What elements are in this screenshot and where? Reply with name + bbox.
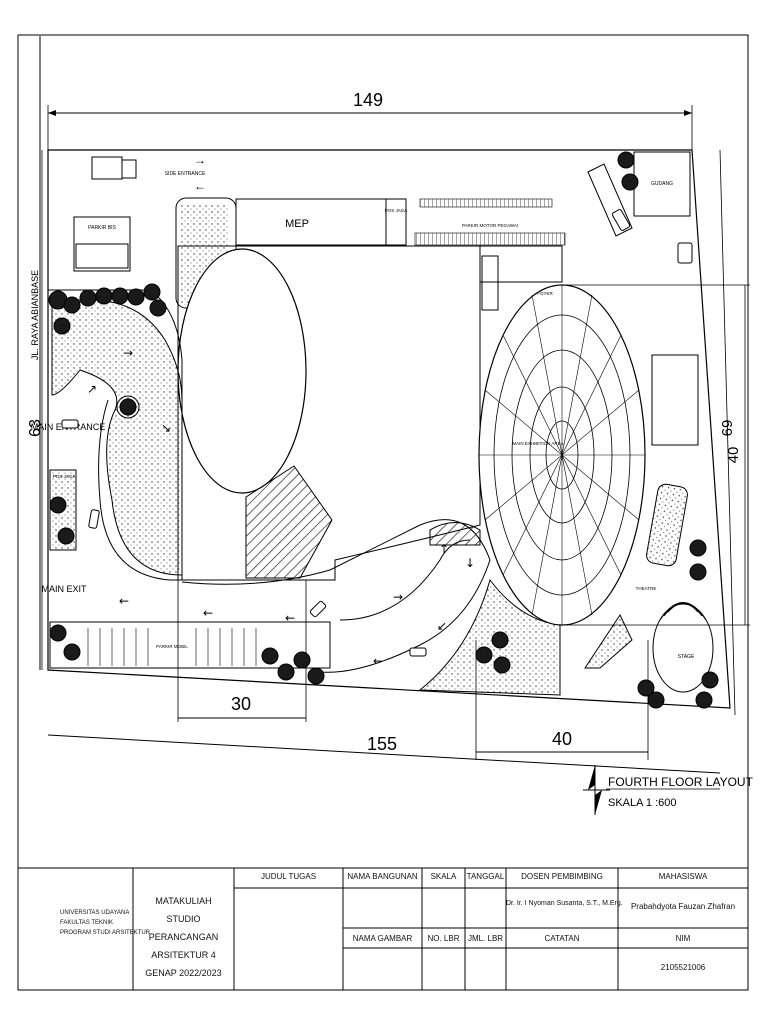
pos-jaga-top-label: POS JAGA [385, 208, 408, 213]
side-entrance-label: SIDE ENTRANCE [165, 171, 206, 177]
institution-block: UNIVERSITAS UDAYANA FAKULTAS TEKNIK PROG… [60, 908, 150, 938]
dim-bottom-label: 155 [367, 734, 397, 754]
nama-gambar-label: NAMA GAMBAR [352, 934, 413, 943]
nama-bangunan-label: NAMA BANGUNAN [347, 872, 418, 881]
dim-right-label: 69 [718, 420, 735, 437]
mep-label: MEP [285, 218, 309, 230]
car-parking [49, 621, 331, 669]
exhibition-label: MAIN EXHIBITION AREA [512, 441, 563, 446]
svg-text:↗: ↗ [87, 382, 97, 396]
landscape-left [51, 299, 183, 576]
svg-text:↑: ↑ [439, 542, 449, 556]
svg-text:↓: ↓ [465, 556, 475, 570]
pos-jaga-left-label: POS JAGA [53, 474, 76, 479]
semester: GENAP 2022/2023 [145, 968, 222, 978]
exhibition-circle [478, 284, 646, 626]
main-building [177, 245, 481, 581]
svg-text:←: ← [285, 611, 295, 625]
oval-hall [177, 248, 307, 494]
svg-text:↙: ↙ [437, 619, 447, 633]
road-label: JL. RAYA ABIANBASE [30, 270, 40, 360]
parking-stalls [87, 628, 257, 666]
nim-label: NIM [675, 934, 691, 943]
scale-label: SKALA 1 :600 [608, 797, 677, 809]
site-boundary [47, 149, 731, 709]
dosen-pembimbing-label: DOSEN PEMBIMBING [521, 872, 603, 881]
title-block: UNIVERSITAS UDAYANA FAKULTAS TEKNIK PROG… [18, 868, 748, 990]
nim-value: 2105521006 [660, 963, 706, 972]
parkir-bis-label: PARKIR BIS [88, 225, 116, 231]
university-name: UNIVERSITAS UDAYANA [60, 910, 130, 916]
arrow-left-icon: ← [194, 179, 206, 193]
parkir-motor-label: PARKIR MOTOR PEGAWAI [462, 223, 518, 228]
direction-arrows: → ↗ ↘ ← ← ← → ← ↙ ↑ ↓ [87, 346, 475, 668]
faculty-name: FAKULTAS TEKNIK [60, 920, 114, 926]
svg-text:↘: ↘ [161, 421, 171, 435]
mahasiswa-label: MAHASISWA [658, 872, 708, 881]
layout-title: FOURTH FLOOR LAYOUT [608, 775, 754, 789]
matakuliah-block: MATAKULIAH STUDIO PERANCANGAN ARSITEKTUR… [133, 892, 234, 982]
matakuliah-label: MATAKULIAH [155, 896, 212, 906]
dim-left-label: 63 [27, 419, 44, 437]
svg-text:→: → [123, 346, 133, 360]
no-lbr-label: NO. LBR [427, 934, 460, 943]
dosen-name: Dr. Ir. I Nyoman Susanta, S.T., M.Erg. [506, 900, 623, 907]
truck-icon [91, 156, 123, 180]
mep-block [235, 198, 387, 246]
dimension-top [47, 105, 693, 150]
north-arrow-icon [583, 765, 610, 815]
motor-parking-bottom [414, 232, 566, 246]
svg-text:→: → [393, 590, 403, 604]
loading-ramp [587, 163, 633, 237]
course-name: STUDIO PERANCANGAN [148, 914, 219, 942]
svg-text:←: ← [119, 594, 129, 608]
dimension-right [560, 149, 750, 716]
skala-label: SKALA [430, 872, 457, 881]
jml-lbr-label: JML. LBR [467, 934, 504, 943]
dim-bottom-right-label: 40 [552, 729, 572, 749]
dim-right-inner-label: 40 [725, 447, 742, 464]
tanggal-label: TANGGAL [466, 872, 505, 881]
motor-parking-top [419, 198, 553, 208]
parkir-mobil-label: PARKIR MOBIL [156, 644, 188, 649]
hatched-area [245, 465, 333, 579]
theatre-label: THEATRE [636, 586, 657, 591]
title-block-lines [17, 867, 749, 991]
gudang-label: GUDANG [651, 181, 673, 187]
svg-text:←: ← [373, 654, 383, 668]
program-name: PROGRAM STUDI ARSITEKTUR [60, 930, 151, 936]
cars [61, 209, 693, 657]
dimension-bottom [47, 580, 721, 774]
dim-top-label: 149 [353, 90, 383, 110]
course-code: ARSITEKTUR 4 [151, 950, 216, 960]
judul-tugas-label: JUDUL TUGAS [260, 872, 317, 881]
bus-parking [73, 216, 131, 272]
main-exit-label: MAIN EXIT [41, 584, 87, 594]
stage-label: STAGE [678, 654, 695, 660]
foyer-label: FOYER [537, 291, 553, 296]
catatan-label: CATATAN [544, 934, 580, 943]
mahasiswa-name: Prabahdyota Fauzan Zhafran [630, 902, 736, 911]
svg-text:←: ← [203, 606, 213, 620]
right-building [651, 354, 699, 446]
arrow-right-icon: → [194, 153, 206, 167]
dim-bottom-left-label: 30 [231, 694, 251, 714]
trees [48, 151, 719, 709]
